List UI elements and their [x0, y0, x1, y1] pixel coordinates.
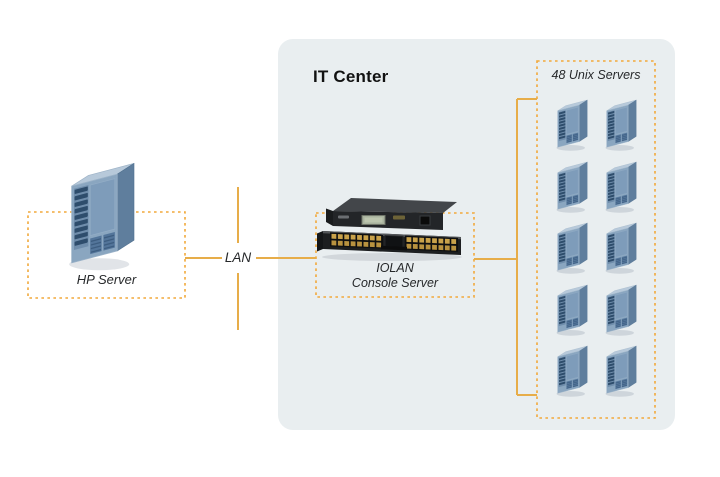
unix-server-tower-icon [554, 96, 592, 153]
unix-server-tower-icon [603, 96, 641, 153]
unix-server-tower-icon [603, 158, 641, 215]
hp-server-label: HP Server [76, 272, 137, 287]
it-center-title: IT Center [313, 67, 389, 86]
unix-server-tower-icon [554, 158, 592, 215]
iolan-device-icon [317, 191, 467, 263]
iolan-subtitle: Console Server [351, 276, 439, 290]
hp-server-tower-icon [63, 155, 145, 275]
iolan-name: IOLAN [376, 261, 414, 275]
unix-server-tower-icon [603, 342, 641, 399]
unix-server-tower-icon [603, 219, 641, 276]
lan-label: LAN [224, 250, 252, 265]
unix-servers-label: 48 Unix Servers [551, 68, 641, 82]
unix-server-tower-icon [603, 281, 641, 338]
unix-server-tower-icon [554, 219, 592, 276]
iolan-label: IOLAN Console Server [316, 261, 474, 291]
unix-server-tower-icon [554, 281, 592, 338]
unix-servers-grid [554, 96, 641, 399]
unix-server-tower-icon [554, 342, 592, 399]
unix-servers-group-box [536, 60, 656, 419]
